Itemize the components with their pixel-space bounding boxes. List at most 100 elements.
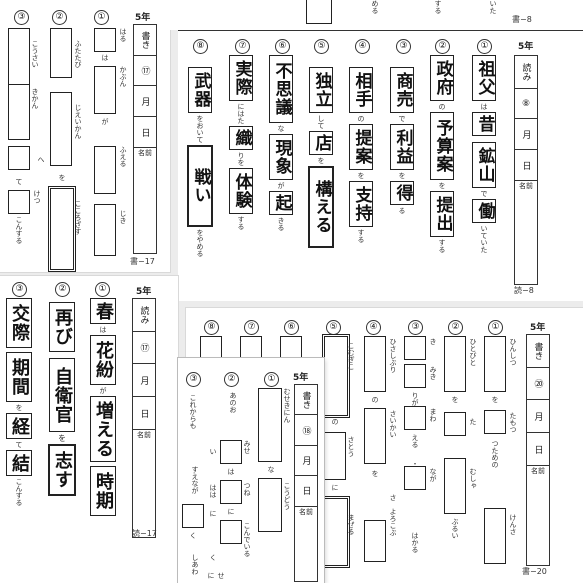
answer-box[interactable] — [306, 0, 332, 24]
answer-box[interactable] — [258, 388, 282, 462]
sheet-number: ⑰ — [133, 332, 155, 365]
answer-box[interactable] — [94, 146, 116, 194]
okurigana: こんする — [15, 478, 23, 506]
okurigana: で — [398, 115, 406, 122]
name-field[interactable]: 名前 — [519, 181, 533, 190]
question-number: ③ — [14, 10, 29, 25]
kanji-box: 時期 — [90, 466, 116, 516]
okurigana: は — [101, 54, 109, 61]
kanji-box: 利益 — [390, 124, 414, 170]
month-label: 月 — [515, 119, 537, 151]
furigana: ふえる — [119, 146, 127, 167]
name-field[interactable]: 名前 — [531, 466, 545, 475]
okurigana: へ — [37, 156, 45, 163]
answer-box[interactable] — [404, 466, 426, 490]
answer-box[interactable] — [8, 28, 30, 86]
reading-question-6: 不思議 な 現象 が 起 きる — [269, 55, 293, 233]
answer-box[interactable] — [484, 508, 506, 564]
okurigana: する — [237, 216, 245, 230]
furigana: する — [434, 0, 442, 14]
answer-box[interactable] — [444, 458, 466, 514]
furigana: すえなが — [191, 466, 199, 494]
grade-label: 5年 — [135, 13, 151, 23]
sheet-type: 書き — [295, 385, 317, 416]
okurigana: を — [357, 172, 365, 179]
answer-box[interactable] — [94, 66, 116, 114]
okurigana: く — [189, 532, 197, 539]
answer-box[interactable] — [484, 410, 506, 434]
answer-box[interactable] — [8, 84, 30, 140]
furigana: さとう — [347, 436, 355, 457]
sheet-code: 書−8 — [512, 15, 532, 24]
answer-box[interactable] — [220, 440, 242, 464]
answer-box[interactable] — [50, 92, 72, 166]
furigana: つね — [243, 482, 251, 496]
question-number: ⑥ — [275, 39, 290, 54]
question-number: ② — [52, 10, 67, 25]
kanji-box: 商売 — [390, 67, 414, 113]
kanji-box: 不思議 — [269, 55, 293, 123]
answer-box[interactable] — [404, 406, 426, 430]
grade-label: 5年 — [293, 373, 309, 383]
kanji-box: 得 — [390, 181, 414, 205]
name-field[interactable]: 名前 — [137, 430, 151, 439]
furigana: たもつ — [509, 412, 517, 433]
okurigana: ぶるい — [451, 518, 459, 539]
okurigana: する — [438, 239, 446, 253]
furigana: けんさ — [509, 514, 517, 535]
furigana: むせきにん — [283, 388, 291, 423]
kanji-box: 相手 — [349, 67, 373, 113]
furigana: た — [469, 418, 477, 425]
answer-box[interactable] — [444, 412, 466, 436]
answer-box[interactable] — [94, 28, 116, 52]
furigana: かぶん — [119, 66, 127, 87]
answer-box[interactable] — [8, 190, 30, 214]
sheet-number: ⑱ — [295, 415, 317, 446]
furigana: けつ — [33, 190, 41, 204]
answer-box[interactable] — [182, 504, 204, 528]
day-label: 日 — [515, 150, 537, 181]
answer-box[interactable] — [220, 520, 242, 544]
answer-box[interactable] — [220, 480, 242, 504]
answer-box[interactable] — [258, 478, 282, 532]
question-number: ③ — [12, 282, 27, 297]
furigana: じき — [119, 210, 127, 224]
furigana: むしゃ — [469, 468, 477, 489]
question-number: ④ — [355, 39, 370, 54]
answer-box[interactable] — [444, 336, 466, 392]
name-field[interactable]: 名前 — [299, 507, 313, 516]
furigana: いた — [489, 0, 497, 14]
answer-box[interactable] — [324, 432, 346, 480]
kanji-box: 鉱山 — [472, 142, 496, 188]
okurigana: ・ — [411, 460, 419, 467]
answer-box[interactable] — [364, 408, 386, 464]
grade-label: 5年 — [518, 42, 534, 52]
okurigana: りが — [411, 392, 419, 406]
furigana: じえいかん — [74, 104, 82, 139]
okurigana: を — [451, 396, 459, 403]
answer-box[interactable] — [8, 146, 30, 170]
reading-question-5: 独立 して 店 を 構える — [308, 67, 334, 248]
okurigana: に — [209, 510, 217, 517]
answer-box[interactable] — [404, 336, 426, 360]
answer-box[interactable] — [48, 186, 76, 272]
answer-box[interactable] — [50, 28, 72, 78]
answer-box[interactable] — [364, 520, 386, 562]
kanji-box: 祖父 — [472, 55, 496, 101]
furigana: ふたたび — [74, 40, 82, 68]
furigana: あのお — [229, 392, 237, 413]
answer-box[interactable] — [94, 204, 116, 256]
question-number: ③ — [408, 320, 423, 335]
answer-box[interactable] — [404, 364, 426, 388]
answer-box[interactable] — [364, 336, 386, 392]
furigana: みせ — [243, 440, 251, 454]
kanji-box: 期間 — [6, 352, 32, 402]
sheet-type: 読み — [133, 299, 155, 332]
kanji-box: 花紛 — [90, 335, 116, 385]
okurigana: は — [480, 103, 488, 110]
okurigana: て — [15, 441, 23, 448]
name-field[interactable]: 名前 — [138, 148, 152, 157]
okurigana: せに — [207, 572, 225, 579]
answer-box[interactable] — [484, 336, 506, 392]
okurigana: する — [357, 229, 365, 243]
